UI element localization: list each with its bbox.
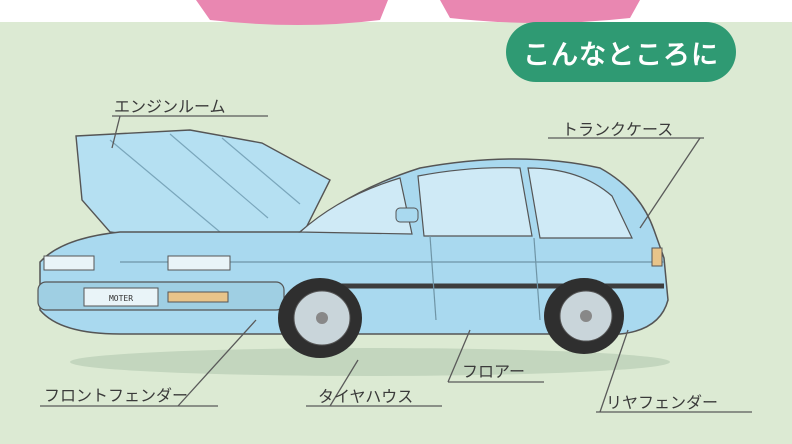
leader-floor <box>447 329 471 383</box>
label-front-fender: フロントフェンダー <box>44 386 189 405</box>
leader-front-fender <box>177 319 257 407</box>
side-mirror <box>395 207 419 223</box>
label-rear-fender: リヤフェンダー <box>606 393 719 412</box>
window-front <box>298 177 413 235</box>
rear-wheel <box>544 278 624 354</box>
leader-trunk-case <box>639 137 701 229</box>
leader-engine-room <box>111 115 121 149</box>
leader-rear-fender <box>599 329 629 413</box>
window-rear <box>527 167 633 239</box>
front-wheel <box>278 278 362 358</box>
label-trunk-case: トランクケース <box>562 120 674 139</box>
label-floor: フロアー <box>462 362 526 381</box>
headlight-left <box>43 255 95 271</box>
front-grille <box>83 287 159 307</box>
top-strip <box>0 0 792 22</box>
fog-light <box>167 291 229 303</box>
label-tire-house: タイヤハウス <box>318 387 414 406</box>
headlight-right <box>167 255 231 271</box>
location-badge: こんなところに <box>506 22 736 82</box>
car-shadow <box>70 348 670 376</box>
pink-tab-right <box>440 0 640 23</box>
grille-text: MOTER <box>109 294 133 303</box>
front-bumper <box>37 281 285 311</box>
window-mid <box>417 167 533 237</box>
rear-light <box>651 247 663 267</box>
label-engine-room: エンジンルーム <box>114 97 226 116</box>
leader-tire-house <box>329 359 359 407</box>
pink-tab-left <box>196 0 388 25</box>
